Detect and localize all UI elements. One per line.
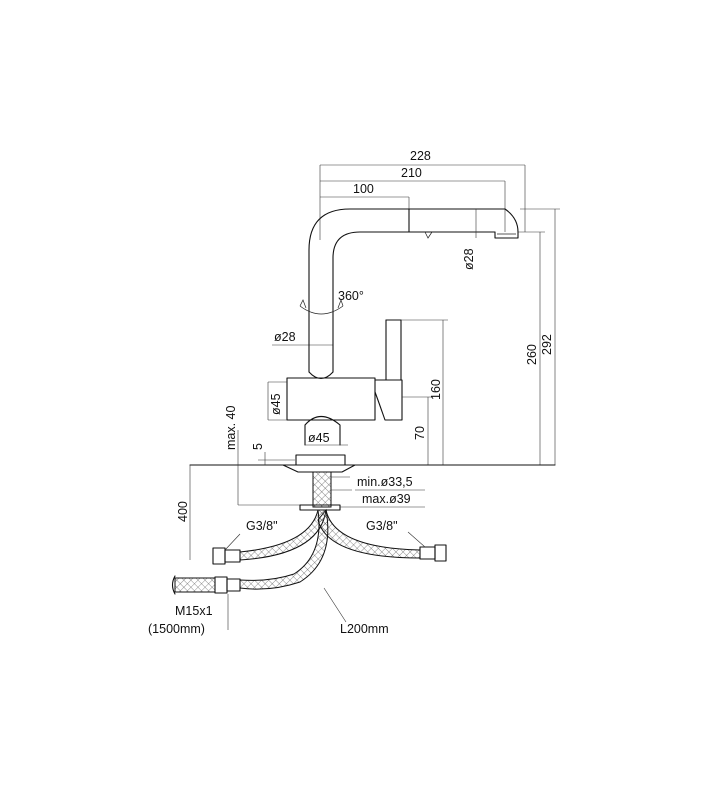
dim-inlet-left: G3/8" — [246, 519, 278, 533]
pullout-connector — [171, 575, 347, 630]
dim-pullout-length: (1500mm) — [148, 622, 205, 636]
dim-base-diameter: ø45 — [308, 431, 330, 445]
dim-rotation: 360° — [338, 289, 364, 303]
spout — [308, 208, 519, 346]
left-inlet-connector — [212, 533, 241, 565]
dim-hose-depth: 400 — [176, 501, 190, 522]
dim-hose-length: L200mm — [340, 622, 389, 636]
dim-lever-height: 160 — [429, 379, 443, 400]
dim-292: 292 — [540, 334, 554, 355]
dim-228: 228 — [410, 149, 431, 163]
dim-hole-min: min.ø33,5 — [357, 475, 413, 489]
dim-max-deck: max. 40 — [224, 405, 238, 450]
dim-pullout-thread: M15x1 — [175, 604, 213, 618]
dim-gasket: 5 — [251, 443, 265, 450]
dim-hole-max: max.ø39 — [362, 492, 411, 506]
right-inlet-connector — [407, 531, 447, 562]
dim-spout-diameter: ø28 — [274, 330, 296, 344]
countertop — [189, 430, 556, 560]
faucet-body — [267, 319, 448, 473]
dim-lever-base-height: 70 — [413, 426, 427, 440]
dim-100: 100 — [353, 182, 374, 196]
height-dimensions — [518, 208, 560, 465]
dim-inlet-right: G3/8" — [366, 519, 398, 533]
dim-body-diameter: ø45 — [269, 393, 283, 415]
top-dimensions — [319, 164, 526, 240]
dim-260: 260 — [525, 344, 539, 365]
dim-210: 210 — [401, 166, 422, 180]
rotation-arrow-icon — [299, 298, 344, 315]
supply-hoses — [239, 508, 421, 590]
mounting-shank — [299, 471, 425, 511]
dim-spout-tip-diameter: ø28 — [462, 248, 476, 270]
